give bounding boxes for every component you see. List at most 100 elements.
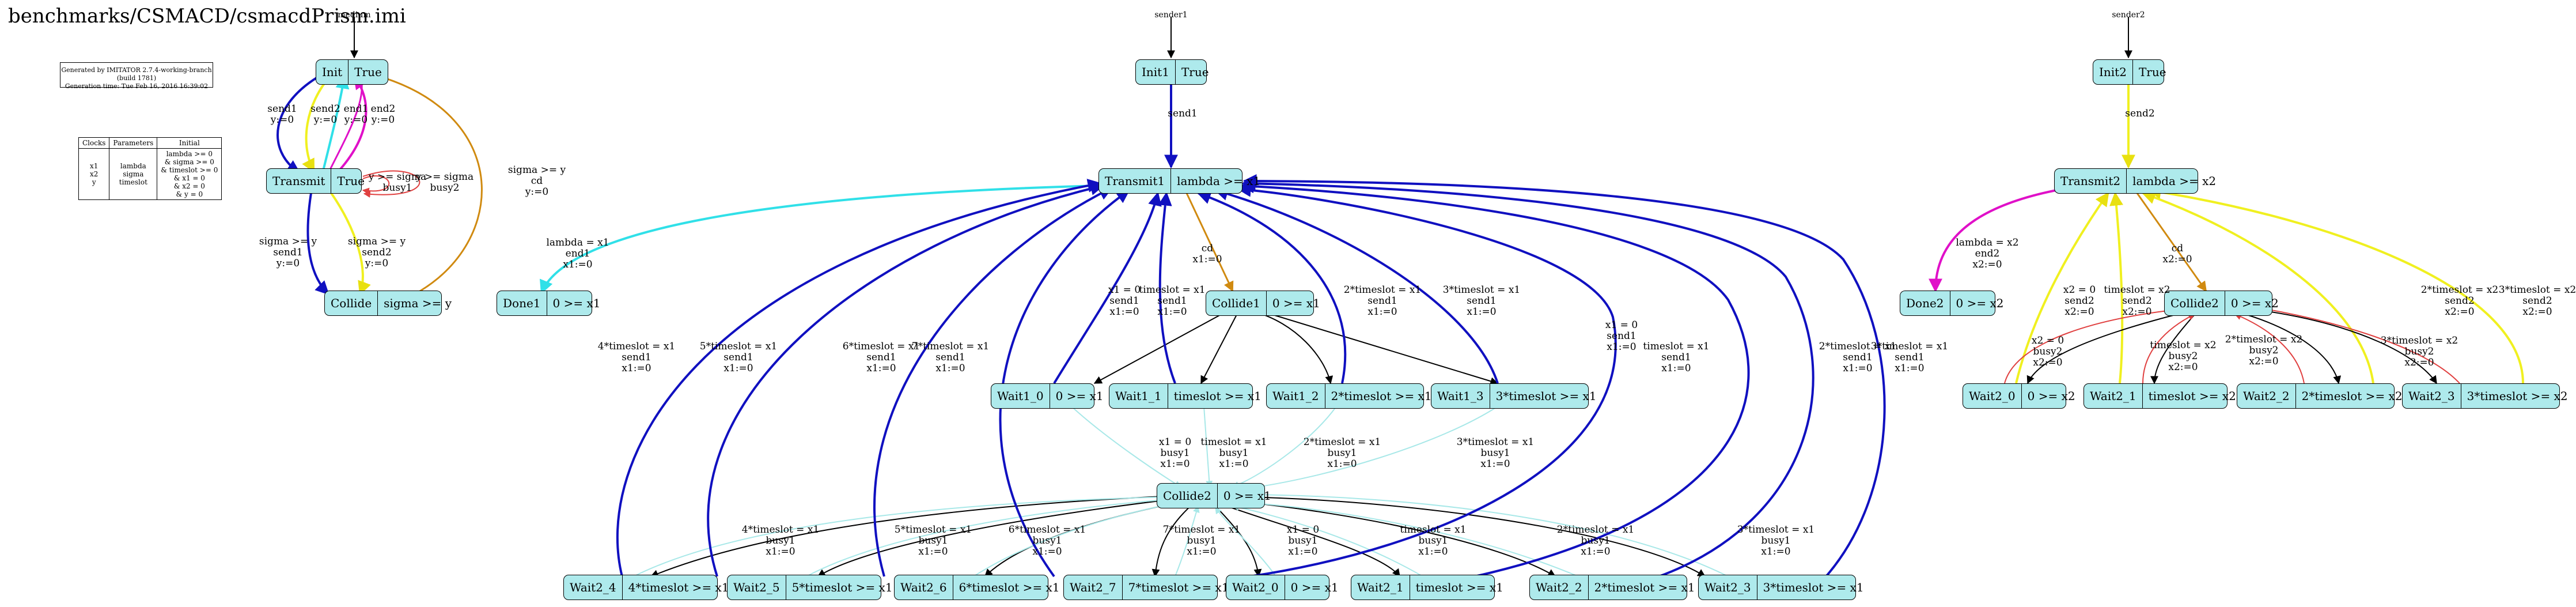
edge-s1-w12-transmit xyxy=(1196,191,1347,384)
edge-s1-collide1-w10 xyxy=(1093,311,1228,384)
parameters-cell: lambda sigma timeslot xyxy=(109,148,158,200)
state-invariant: True xyxy=(2132,60,2172,84)
state-invariant: 2*timeslot >= x1 xyxy=(1324,384,1438,408)
edge-label: 6*timeslot = x1 send1 x1:=0 xyxy=(842,341,920,374)
state-name: Done2 xyxy=(1906,296,1944,310)
state-name: Wait2_2 xyxy=(1536,580,1582,594)
state-name: Wait2_0 xyxy=(1232,580,1279,594)
edge-medium-transmit-collide-blue xyxy=(306,193,329,295)
edge-label: 2*timeslot = x2 send2 x2:=0 xyxy=(2420,284,2499,318)
edge-s1-w22-transmit xyxy=(1241,176,1814,578)
edge-s2-collide2-w22 xyxy=(2234,311,2342,384)
edge-s2-transmit-done xyxy=(1929,189,2057,293)
edge-label: x2 = 0 busy2 x2:=0 xyxy=(2031,335,2064,368)
edge-s1-w13-transmit xyxy=(1214,187,1499,384)
state-invariant: 0 >= x2 xyxy=(1949,291,2010,315)
state-name: Init2 xyxy=(2099,65,2127,79)
edge-s2-collide2-w20 xyxy=(2026,311,2189,384)
edge-medium-init-transmit-yellow xyxy=(302,74,332,174)
state-invariant: True xyxy=(348,60,388,84)
edge-s1-collide1-w13 xyxy=(1261,311,1499,386)
state-name: Collide xyxy=(331,296,372,310)
edge-label: sigma >= y send1 y:=0 xyxy=(259,236,317,269)
edge-s2-w22-collide2 xyxy=(2234,313,2305,384)
edge-s1-collide1-w11 xyxy=(1200,311,1239,384)
state-name: Wait2_1 xyxy=(1357,580,1404,594)
edge-s1-w23-collide2 xyxy=(1246,491,1729,577)
state-invariant: timeslot >= x1 xyxy=(1167,384,1267,408)
edge-label: 2*timeslot = x1 busy1 x1:=0 xyxy=(1303,436,1381,470)
variables-table: Clocks Parameters Initial x1 x2 y lambda… xyxy=(78,137,222,200)
edge-label: lambda = x1 end1 x1:=0 xyxy=(546,237,609,270)
edge-s1-collide2-w23 xyxy=(1244,496,1706,577)
edge-label: timeslot = x1 send1 x1:=0 xyxy=(1139,284,1206,318)
edge-label: 2*timeslot = x2 busy2 x2:=0 xyxy=(2225,334,2303,367)
state-name: Wait2_0 xyxy=(1969,389,2016,403)
edge-s2-w20-collide2 xyxy=(2004,306,2184,384)
state-name: Transmit xyxy=(272,174,325,188)
edge-s1-w26-collide2 xyxy=(973,500,1179,577)
state-invariant: 0 >= x2 xyxy=(2224,291,2285,315)
edge-label: 3*timeslot = x1 send1 x1:=0 xyxy=(1442,284,1521,318)
edge-label: sigma >= y cd y:=0 xyxy=(507,164,566,198)
edge-label: 6*timeslot = x1 busy1 x1:=0 xyxy=(1008,524,1086,557)
edge-s2-w23-transmit xyxy=(2147,185,2524,384)
state-invariant: 3*timeslot >= x1 xyxy=(1489,384,1603,408)
edge-s1-w21-collide2 xyxy=(1232,504,1423,577)
state-name: Wait2_5 xyxy=(733,580,780,594)
edge-s1-collide2-w20 xyxy=(1215,506,1262,578)
state-name: Wait2_6 xyxy=(900,580,947,594)
state-invariant: timeslot >= x1 xyxy=(1409,575,1509,600)
state-invariant: 0 >= x1 xyxy=(1049,384,1109,408)
state-name: Init1 xyxy=(1142,65,1169,79)
automaton-medium-label: medium xyxy=(338,10,371,20)
edge-s1-collide2-w24 xyxy=(650,495,1176,578)
state-invariant: 0 >= x1 xyxy=(1217,484,1277,508)
generation-info-line1: Generated by IMITATOR 2.7.4-working-bran… xyxy=(61,66,212,82)
state-invariant: 2*timeslot >= x1 xyxy=(1588,575,1701,600)
edge-s1-w25-collide2 xyxy=(806,496,1173,577)
edge-label: timeslot = x2 busy2 x2:=0 xyxy=(2150,340,2217,373)
edge-label: send1 y:=0 xyxy=(267,103,297,126)
edge-s2-w20-transmit xyxy=(2015,192,2109,384)
state-invariant: 7*timeslot >= x1 xyxy=(1122,575,1235,600)
state-name: Wait1_1 xyxy=(1115,389,1162,403)
edge-s1-w27-transmit xyxy=(999,189,1130,578)
edge-s2-transmit-collide2 xyxy=(2136,193,2207,292)
state-invariant: lambda >= x1 xyxy=(1170,169,1266,193)
edge-s1-w27-collide2 xyxy=(1175,505,1200,577)
edge-label: cd x2:=0 xyxy=(2162,243,2192,265)
state-name: Wait2_7 xyxy=(1070,580,1116,594)
state-name: Wait1_2 xyxy=(1272,389,1319,403)
edge-s1-collide2-w21 xyxy=(1226,506,1400,578)
edge-s1-w25-transmit xyxy=(707,182,1105,577)
